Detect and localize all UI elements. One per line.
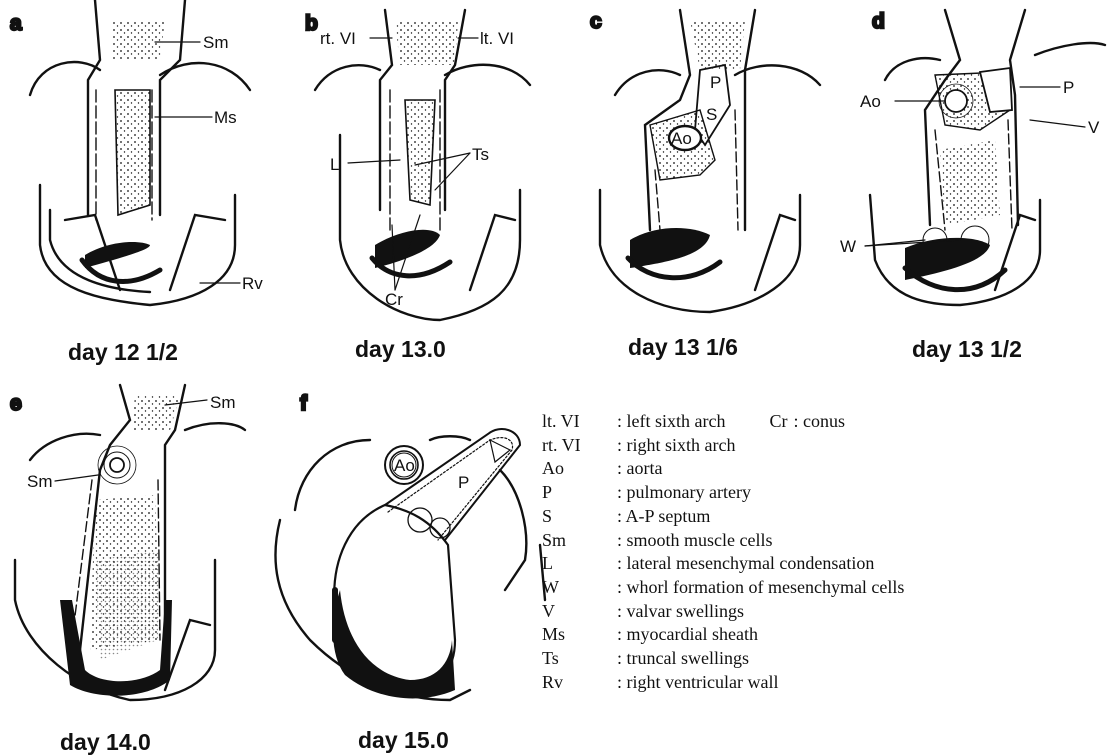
legend-text: : aorta <box>617 457 662 481</box>
label-sm-left: Sm <box>27 472 53 491</box>
legend-abbr: W <box>542 576 617 600</box>
panel-c-letter: c <box>590 10 602 33</box>
legend-text: : valvar swellings <box>617 600 744 624</box>
legend-text: : A-P septum <box>617 505 710 529</box>
label-ms: Ms <box>214 108 237 127</box>
legend-row-s: S: A-P septum <box>542 505 904 529</box>
legend-abbr: Ts <box>542 647 617 671</box>
label-p: P <box>710 73 721 92</box>
legend-row-ms: Ms: myocardial sheath <box>542 623 904 647</box>
panel-e-caption: day 14.0 <box>60 729 151 755</box>
panel-a: a Sm Ms Rv day 12 1/2 <box>10 0 263 365</box>
label-rt-vi: rt. VI <box>320 29 356 48</box>
label-w: W <box>840 237 856 256</box>
legend-abbr: S <box>542 505 617 529</box>
label-ts: Ts <box>472 145 489 164</box>
legend-abbr: P <box>542 481 617 505</box>
legend-row-sm: Sm: smooth muscle cells <box>542 529 904 553</box>
panel-a-caption: day 12 1/2 <box>68 339 178 365</box>
label-sm-top: Sm <box>210 393 236 412</box>
legend-abbr: L <box>542 552 617 576</box>
legend-row-ao: Ao: aorta <box>542 457 904 481</box>
legend-text: : pulmonary artery <box>617 481 751 505</box>
legend-text: : conus <box>793 410 845 434</box>
label-ao: Ao <box>671 129 692 148</box>
legend-row-rt-vi: rt. VI: right sixth arch <box>542 434 904 458</box>
panel-a-letter: a <box>10 12 22 35</box>
legend-text: : whorl formation of mesenchymal cells <box>617 576 904 600</box>
legend-abbr: lt. VI <box>542 410 617 434</box>
label-rv: Rv <box>242 274 263 293</box>
legend-abbr: V <box>542 600 617 624</box>
legend-abbr: Rv <box>542 671 617 695</box>
label-ao: Ao <box>394 456 415 475</box>
legend-row-w: W: whorl formation of mesenchymal cells <box>542 576 904 600</box>
label-p: P <box>1063 78 1074 97</box>
label-lt-vi: lt. VI <box>480 29 514 48</box>
legend-row-v: V: valvar swellings <box>542 600 904 624</box>
legend-abbr: Cr <box>769 410 787 434</box>
panel-d: d Ao P V W day 13 1/2 <box>840 10 1105 362</box>
legend-text: : right ventricular wall <box>617 671 778 695</box>
panel-d-caption: day 13 1/2 <box>912 336 1022 362</box>
label-p: P <box>458 473 469 492</box>
legend-text: : myocardial sheath <box>617 623 758 647</box>
legend-row-ts: Ts: truncal swellings <box>542 647 904 671</box>
panel-b-caption: day 13.0 <box>355 336 446 362</box>
panel-e: e Sm Sm day 14.0 <box>10 385 245 755</box>
panel-e-letter: e <box>10 392 22 415</box>
legend-row-lt-vi: lt. VI : left sixth arch Cr : conus <box>542 410 904 434</box>
legend-abbr: Sm <box>542 529 617 553</box>
panel-f-caption: day 15.0 <box>358 727 449 753</box>
label-sm: Sm <box>203 33 229 52</box>
panel-c-caption: day 13 1/6 <box>628 334 738 360</box>
label-l: L <box>330 155 339 174</box>
legend-text: : truncal swellings <box>617 647 749 671</box>
label-s: S <box>706 105 717 124</box>
legend: lt. VI : left sixth arch Cr : conus rt. … <box>542 410 904 694</box>
legend-text: : left sixth arch <box>617 410 725 434</box>
panel-f-letter: f <box>300 392 308 415</box>
legend-abbr: Ao <box>542 457 617 481</box>
panel-b: b rt. VI lt. VI L Ts Cr day 13.0 <box>305 10 530 362</box>
legend-row-rv: Rv: right ventricular wall <box>542 671 904 695</box>
legend-text: : lateral mesenchymal condensation <box>617 552 874 576</box>
panel-d-letter: d <box>872 10 885 33</box>
legend-text: : right sixth arch <box>617 434 735 458</box>
label-ao: Ao <box>860 92 881 111</box>
panel-b-letter: b <box>305 12 318 35</box>
label-v: V <box>1088 118 1100 137</box>
panel-f: f Ao P day 15.0 <box>275 392 545 753</box>
legend-abbr: Ms <box>542 623 617 647</box>
label-cr: Cr <box>385 290 403 309</box>
panel-c: c P S Ao day 13 1/6 <box>590 10 820 360</box>
legend-abbr: rt. VI <box>542 434 617 458</box>
legend-row-p: P: pulmonary artery <box>542 481 904 505</box>
legend-row-l: L: lateral mesenchymal condensation <box>542 552 904 576</box>
legend-text: : smooth muscle cells <box>617 529 772 553</box>
